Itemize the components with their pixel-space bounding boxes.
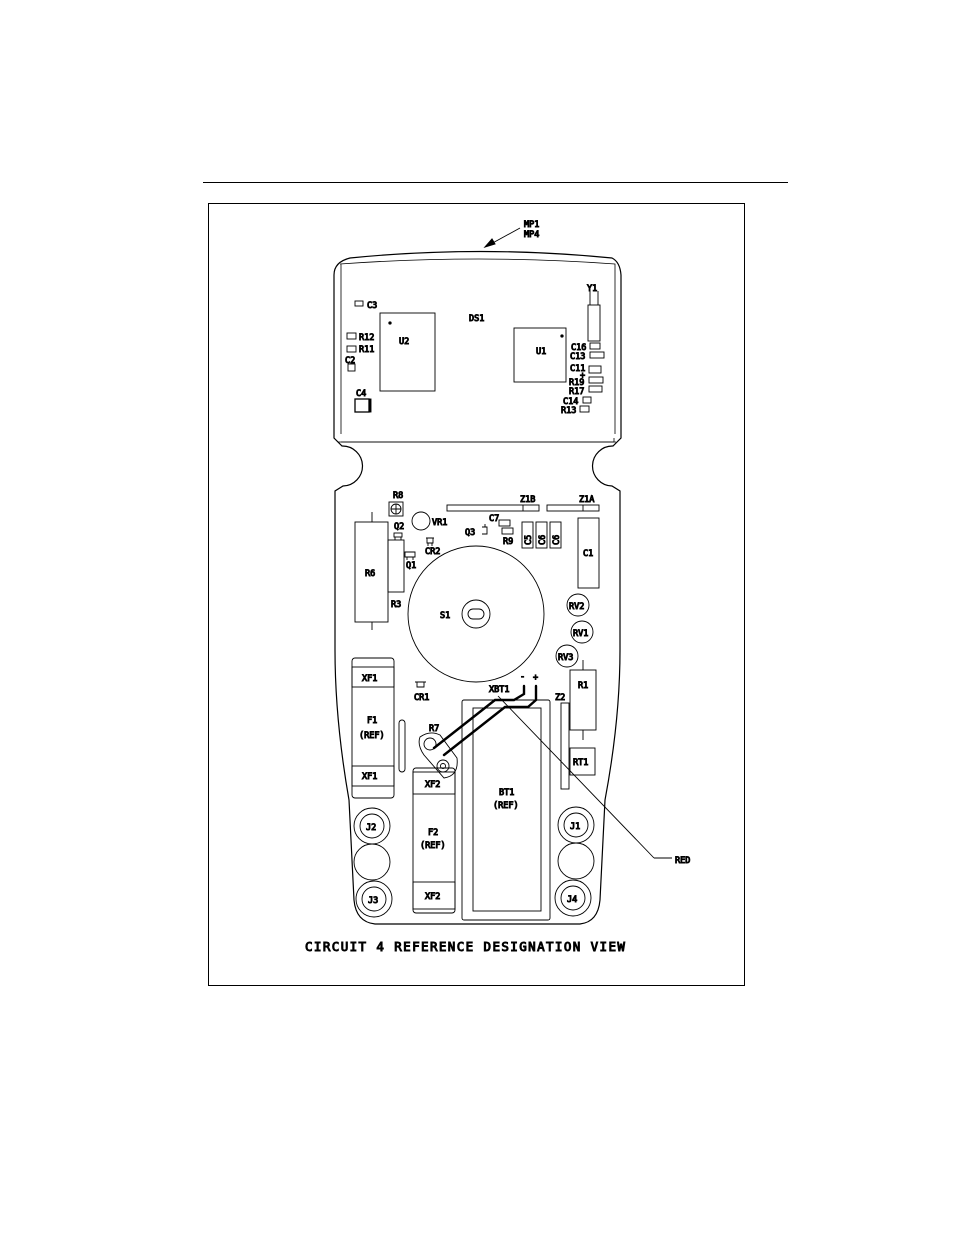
label-r19: R19 <box>569 378 584 388</box>
label-c13: C13 <box>570 352 585 362</box>
label-c6-b: C6 <box>552 535 562 545</box>
red-label: RED <box>675 856 690 866</box>
label-ds1: DS1 <box>469 314 484 324</box>
label-cr1: CR1 <box>414 693 429 703</box>
label-c14: C14 <box>563 397 578 407</box>
battery-wires <box>432 684 538 757</box>
label-c11-plus: + <box>580 371 585 381</box>
label-r8: R8 <box>393 491 403 501</box>
label-r17: R17 <box>569 387 584 397</box>
label-rv3: RV3 <box>558 653 573 663</box>
label-c16: C16 <box>571 343 586 353</box>
label-f1: F1 <box>367 716 377 726</box>
label-r6: R6 <box>365 569 375 579</box>
label-xf1-bottom: XF1 <box>362 772 377 782</box>
display-section <box>346 291 605 413</box>
label-q3: Q3 <box>465 528 475 538</box>
mp1-label: MP1 <box>524 220 539 230</box>
label-c3: C3 <box>367 301 377 311</box>
label-c1: C1 <box>583 549 593 559</box>
label-xf2-bottom: XF2 <box>425 892 440 902</box>
label-u1: U1 <box>536 347 546 357</box>
mp-callout: MP1 MP4 <box>483 220 540 248</box>
label-r9: R9 <box>503 537 513 547</box>
label-y1: Y1 <box>587 284 597 294</box>
label-u2: U2 <box>399 337 409 347</box>
mp4-label: MP4 <box>524 230 539 240</box>
label-c11: C11 <box>570 364 585 374</box>
figure-frame <box>208 203 745 986</box>
label-f2-ref: (REF) <box>420 841 446 851</box>
label-c5: C5 <box>524 535 534 545</box>
label-minus: - <box>520 672 525 682</box>
label-rt1: RT1 <box>573 758 588 768</box>
label-q2: Q2 <box>394 522 404 532</box>
label-c2: C2 <box>345 356 355 366</box>
label-z1b: Z1B <box>520 495 535 505</box>
label-rv2: RV2 <box>569 602 584 612</box>
main-board-labels: R8 Z1B Z1A Q2 VR1 C7 Q3 R9 C5 C6 C6 C1 C… <box>359 491 595 907</box>
display-labels: DS1 Y1 C3 R12 R11 C2 U2 U1 C4 C16 C13 C1… <box>345 284 598 417</box>
figure-caption: CIRCUIT 4 REFERENCE DESIGNATION VIEW <box>305 939 626 954</box>
label-q1: Q1 <box>406 561 416 571</box>
label-c6-a: C6 <box>538 535 548 545</box>
label-bt1-ref: (REF) <box>493 801 519 811</box>
label-f2: F2 <box>428 828 438 838</box>
label-xbt1: XBT1 <box>489 685 509 695</box>
label-r13: R13 <box>561 406 576 416</box>
red-leader: RED <box>497 695 691 867</box>
label-cr2: CR2 <box>425 547 440 557</box>
label-c4: C4 <box>356 389 366 399</box>
label-vr1: VR1 <box>432 518 447 528</box>
label-j2: J2 <box>366 823 376 833</box>
label-xf2-top: XF2 <box>425 780 440 790</box>
label-s1: S1 <box>440 611 450 621</box>
case-outline <box>333 250 622 925</box>
label-j1: J1 <box>570 822 580 832</box>
label-j3: J3 <box>368 896 378 906</box>
label-bt1: BT1 <box>499 788 514 798</box>
label-z2: Z2 <box>555 693 565 703</box>
label-c7: C7 <box>489 514 499 524</box>
label-plus: + <box>533 673 538 683</box>
label-j4: J4 <box>567 895 577 905</box>
label-f1-ref: (REF) <box>359 731 385 741</box>
label-r11: R11 <box>359 345 374 355</box>
label-xf1-top: XF1 <box>362 674 377 684</box>
label-r1: R1 <box>578 681 588 691</box>
header-rule <box>203 182 788 183</box>
label-z1a: Z1A <box>579 495 594 505</box>
label-r7: R7 <box>429 724 439 734</box>
label-r3: R3 <box>391 600 401 610</box>
label-rv1: RV1 <box>573 629 588 639</box>
label-r12: R12 <box>359 333 374 343</box>
main-board-parts <box>351 501 600 921</box>
